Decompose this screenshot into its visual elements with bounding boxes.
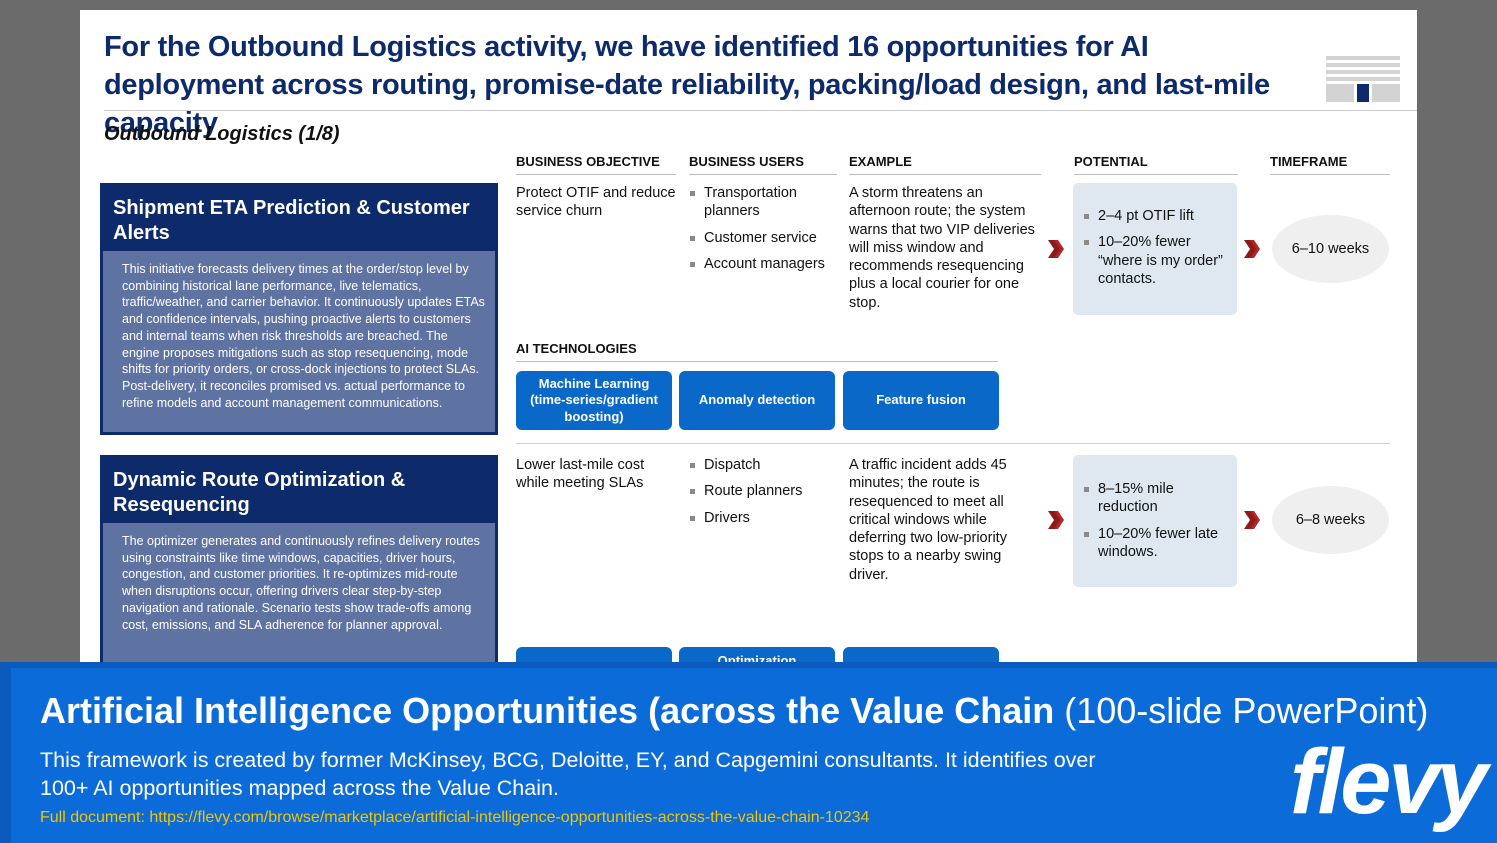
initiative-description: The optimizer generates and continuously… — [100, 523, 498, 670]
banner-title: Artificial Intelligence Opportunities (a… — [40, 689, 1428, 733]
column-header-timeframe: TIMEFRAME — [1270, 154, 1390, 175]
ai-technology-chip: Feature fusion — [843, 371, 999, 430]
potential-item: 8–15% mile reduction — [1084, 480, 1227, 517]
initiative-description: This initiative forecasts delivery times… — [100, 251, 498, 435]
business-objective: Lower last-mile cost while meeting SLAs — [516, 457, 645, 492]
banner-title-suffix: (100-slide PowerPoint) — [1054, 690, 1429, 731]
example-text: A traffic incident adds 45 minutes; the … — [849, 457, 1007, 583]
potential-item: 2–4 pt OTIF lift — [1084, 207, 1227, 225]
ai-technology-chip: Anomaly detection — [679, 371, 835, 430]
building-logo-icon — [1326, 56, 1400, 102]
title-divider — [104, 110, 1417, 111]
ai-technology-chip: Machine Learning (time-series/gradient b… — [516, 371, 672, 430]
banner-description: This framework is created by former McKi… — [40, 748, 1096, 800]
row-divider — [516, 443, 1390, 444]
initiative-title: Dynamic Route Optimization & Resequencin… — [100, 455, 498, 523]
column-header-example: EXAMPLE — [849, 154, 1041, 175]
timeframe-badge: 6–10 weeks — [1272, 215, 1389, 283]
business-users-list: Transportation planners Customer service… — [689, 184, 839, 281]
list-item: Drivers — [689, 509, 839, 527]
promo-banner-panel — [11, 668, 1497, 843]
list-item: Account managers — [689, 255, 839, 273]
list-item: Route planners — [689, 482, 839, 500]
column-header-objective: BUSINESS OBJECTIVE — [516, 154, 676, 175]
promo-banner — [0, 662, 1497, 843]
column-header-users: BUSINESS USERS — [689, 154, 837, 175]
column-header-potential: POTENTIAL — [1074, 154, 1238, 175]
business-users-list: Dispatch Route planners Drivers — [689, 456, 839, 535]
business-objective: Protect OTIF and reduce service churn — [516, 185, 676, 220]
chevron-right-icon — [1048, 240, 1064, 258]
potential-item: 10–20% fewer late windows. — [1084, 525, 1227, 562]
slide-title: For the Outbound Logistics activity, we … — [104, 31, 1270, 139]
initiative-title: Shipment ETA Prediction & Customer Alert… — [100, 183, 498, 251]
chevron-right-icon — [1244, 240, 1260, 258]
example-text: A storm threatens an afternoon route; th… — [849, 185, 1035, 311]
potential-box: 8–15% mile reduction 10–20% fewer late w… — [1073, 455, 1237, 587]
banner-title-main: Artificial Intelligence Opportunities (a… — [40, 690, 1055, 731]
list-item: Dispatch — [689, 456, 839, 474]
chevron-right-icon — [1048, 511, 1064, 529]
timeframe-badge: 6–8 weeks — [1272, 486, 1389, 554]
chevron-right-icon — [1244, 511, 1260, 529]
potential-box: 2–4 pt OTIF lift 10–20% fewer “where is … — [1073, 183, 1237, 315]
section-title: Outbound Logistics (1/8) — [104, 123, 340, 145]
potential-item: 10–20% fewer “where is my order” contact… — [1084, 233, 1227, 288]
flevy-logo: flevy — [1290, 731, 1488, 833]
ai-technologies-heading: AI TECHNOLOGIES — [516, 341, 998, 362]
document-link[interactable]: Full document: https://flevy.com/browse/… — [40, 809, 870, 826]
list-item: Transportation planners — [689, 184, 839, 221]
slide: For the Outbound Logistics activity, we … — [80, 10, 1417, 670]
list-item: Customer service — [689, 229, 839, 247]
